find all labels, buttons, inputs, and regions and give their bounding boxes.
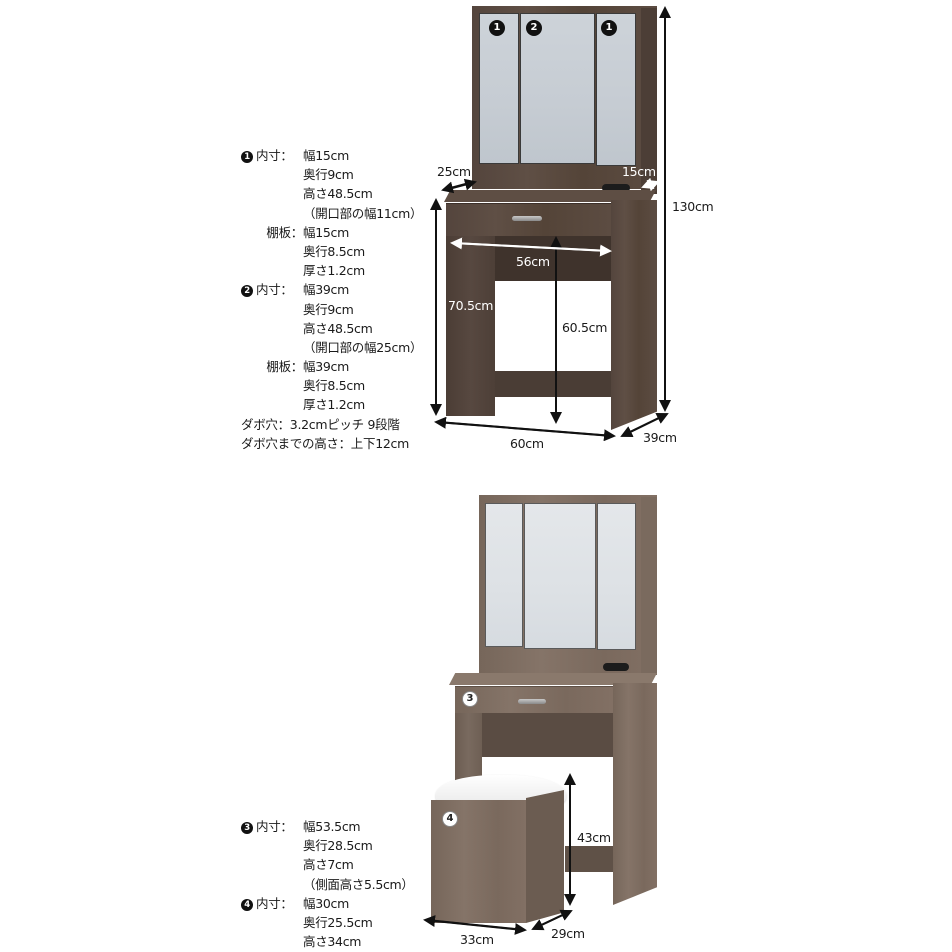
dim-side-depth: 15cm xyxy=(622,164,656,179)
dim-total-height: 130cm xyxy=(672,199,714,214)
tabletop xyxy=(444,190,656,202)
spec-dowel-holes: ダボ穴：3.2cmピッチ 9段階 xyxy=(241,416,400,432)
badge-3-icon: 3 xyxy=(241,822,253,834)
tabletop xyxy=(449,673,657,685)
badge-3-icon: 3 xyxy=(462,691,478,707)
right-side-panel xyxy=(613,683,657,905)
badge-1-icon: 1 xyxy=(241,151,253,163)
badge-4-icon: 4 xyxy=(442,811,458,827)
mirror-right[interactable] xyxy=(596,13,636,166)
drawer-handle[interactable] xyxy=(512,216,542,221)
badge-2-icon: 2 xyxy=(241,285,253,298)
badge-2-icon: 2 xyxy=(526,20,542,36)
badge-1-icon: 1 xyxy=(601,20,617,36)
power-outlet xyxy=(602,184,630,192)
dim-stool-height: 43cm xyxy=(577,830,611,845)
dim-table-height: 70.5cm xyxy=(448,298,494,313)
badge-1-icon: 1 xyxy=(489,20,505,36)
mirror-left[interactable] xyxy=(479,13,519,164)
dim-stool-depth: 29cm xyxy=(551,926,585,941)
drawer-handle[interactable] xyxy=(518,699,546,704)
dim-width: 60cm xyxy=(510,436,544,451)
dim-inner-width: 56cm xyxy=(516,254,550,269)
mirror-left[interactable] xyxy=(485,503,523,647)
left-leg xyxy=(446,236,495,416)
mirror-center[interactable] xyxy=(520,13,595,164)
dimension-arrows-top xyxy=(430,6,671,442)
spec-dowel-height: ダボ穴までの高さ：上下12cm xyxy=(241,435,409,451)
spec-c2-shelf: 棚板：幅39cm xyxy=(266,359,349,375)
right-side-panel xyxy=(611,200,657,430)
power-outlet xyxy=(603,663,629,671)
badge-4-icon: 4 xyxy=(241,898,253,911)
mirror-center[interactable] xyxy=(524,503,596,649)
dim-top-depth: 25cm xyxy=(437,164,471,179)
dim-stool-width: 33cm xyxy=(460,932,494,947)
dim-depth: 39cm xyxy=(643,430,677,445)
mirror-right[interactable] xyxy=(597,503,636,650)
dim-knee-height: 60.5cm xyxy=(562,320,608,335)
spec-c1-shelf: 棚板：幅15cm xyxy=(266,224,349,240)
